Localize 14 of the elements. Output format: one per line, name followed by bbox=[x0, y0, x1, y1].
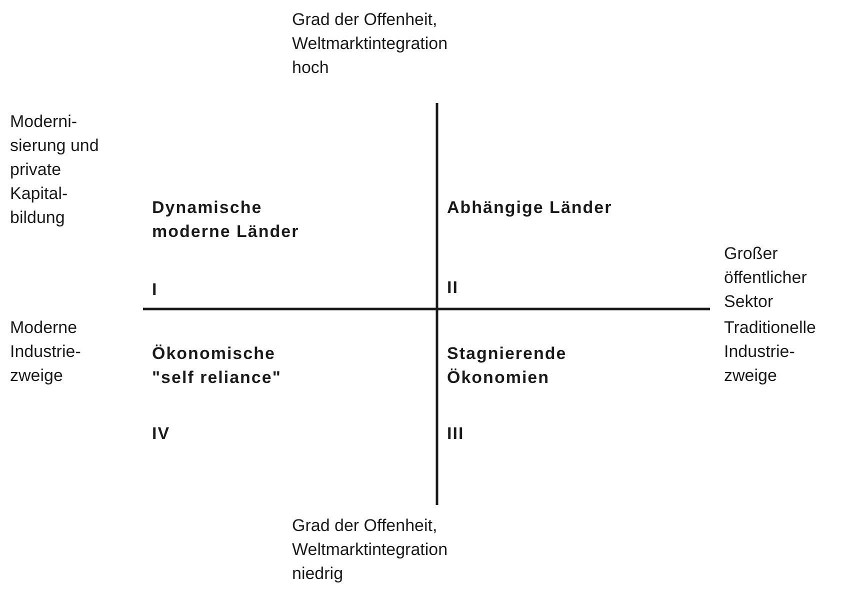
quadrant-title: Stagnierende Ökonomien bbox=[447, 343, 568, 389]
axis-pole-label: Großer öffentlicher Sektor bbox=[724, 243, 808, 313]
quadrant-title: Abhängige Länder bbox=[447, 197, 614, 219]
quadrant-number: II bbox=[447, 277, 458, 299]
axis-pole-label: Moderne Industrie- zweige bbox=[10, 317, 82, 387]
axis-pole-label: Moderni- sierung und private Kapital- bildung bbox=[10, 111, 100, 229]
quadrant-number: I bbox=[152, 279, 158, 301]
quadrant-title: Ökonomische "self reliance" bbox=[152, 343, 282, 389]
quadrant-number: IV bbox=[152, 423, 170, 445]
quadrant-number: III bbox=[447, 423, 464, 445]
axis-pole-label: Traditionelle Industrie- zweige bbox=[724, 317, 817, 387]
quadrant-title: Dynamische moderne Länder bbox=[152, 197, 300, 243]
axis-pole-label: Grad der Offenheit, Weltmarktintegration hoch bbox=[292, 9, 449, 79]
axis-pole-label: Grad der Offenheit, Weltmarktintegration niedrig bbox=[292, 515, 449, 585]
